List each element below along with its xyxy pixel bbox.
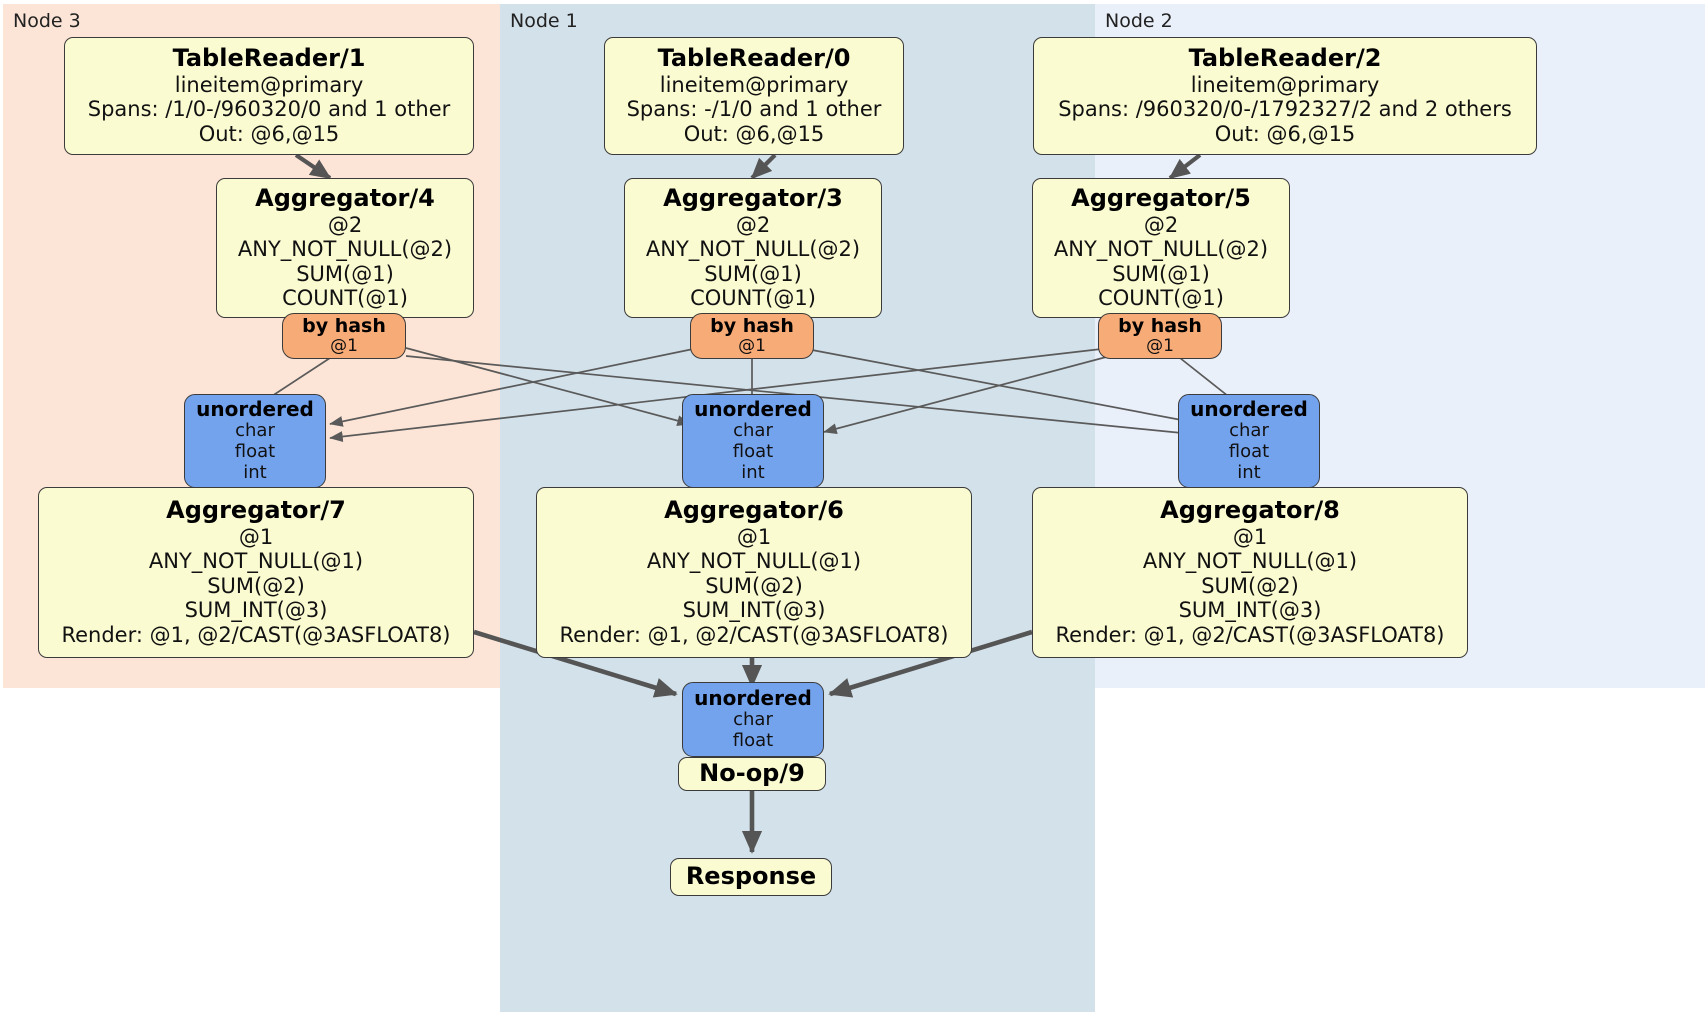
processor-line: Render: @1, @2/CAST(@3ASFLOAT8) bbox=[61, 623, 451, 648]
stream-line: int bbox=[243, 461, 267, 483]
stream-line: char bbox=[235, 420, 275, 442]
processor-tablereader-1[interactable]: TableReader/1 lineitem@primary Spans: /1… bbox=[64, 37, 474, 155]
processor-line: Render: @1, @2/CAST(@3ASFLOAT8) bbox=[559, 623, 949, 648]
processor-title: Aggregator/3 bbox=[663, 184, 843, 213]
processor-tablereader-0[interactable]: TableReader/0 lineitem@primary Spans: -/… bbox=[604, 37, 904, 155]
stream-title: unordered bbox=[1190, 397, 1308, 422]
router-title: by hash bbox=[1118, 315, 1202, 338]
processor-line: Spans: /1/0-/960320/0 and 1 other bbox=[87, 97, 451, 122]
processor-line: COUNT(@1) bbox=[282, 286, 408, 311]
processor-line: @2 bbox=[1143, 212, 1179, 237]
processor-line: ANY_NOT_NULL(@1) bbox=[646, 549, 862, 574]
router-title: by hash bbox=[302, 315, 386, 338]
processor-line: SUM_INT(@3) bbox=[1178, 598, 1322, 623]
node-panel-label-node1: Node 1 bbox=[510, 10, 578, 32]
stream-line: int bbox=[741, 461, 765, 483]
processor-line: ANY_NOT_NULL(@2) bbox=[1053, 237, 1269, 262]
processor-line: Out: @6,@15 bbox=[1214, 121, 1356, 146]
stream-line: float bbox=[732, 441, 774, 463]
stream-line: int bbox=[1237, 461, 1261, 483]
processor-line: SUM(@2) bbox=[1201, 573, 1299, 598]
processor-aggregator-8[interactable]: Aggregator/8 @1 ANY_NOT_NULL(@1) SUM(@2)… bbox=[1032, 487, 1468, 658]
router-by-hash-5[interactable]: by hash @1 bbox=[1098, 313, 1222, 359]
processor-title: Aggregator/5 bbox=[1071, 184, 1251, 213]
processor-line: Spans: -/1/0 and 1 other bbox=[626, 97, 882, 122]
processor-line: @1 bbox=[736, 524, 772, 549]
router-by-hash-3[interactable]: by hash @1 bbox=[690, 313, 814, 359]
router-line: @1 bbox=[330, 336, 358, 357]
processor-aggregator-7[interactable]: Aggregator/7 @1 ANY_NOT_NULL(@1) SUM(@2)… bbox=[38, 487, 474, 658]
processor-line: Render: @1, @2/CAST(@3ASFLOAT8) bbox=[1055, 623, 1445, 648]
processor-line: @1 bbox=[1232, 524, 1268, 549]
processor-line: Out: @6,@15 bbox=[198, 121, 340, 146]
processor-title: TableReader/0 bbox=[657, 44, 851, 73]
processor-aggregator-5[interactable]: Aggregator/5 @2 ANY_NOT_NULL(@2) SUM(@1)… bbox=[1032, 178, 1290, 318]
router-line: @1 bbox=[1146, 336, 1174, 357]
processor-line: ANY_NOT_NULL(@2) bbox=[237, 237, 453, 262]
processor-line: COUNT(@1) bbox=[1098, 286, 1224, 311]
processor-line: Spans: /960320/0-/1792327/2 and 2 others bbox=[1058, 97, 1512, 122]
processor-aggregator-3[interactable]: Aggregator/3 @2 ANY_NOT_NULL(@2) SUM(@1)… bbox=[624, 178, 882, 318]
processor-title: TableReader/1 bbox=[172, 44, 366, 73]
processor-line: ANY_NOT_NULL(@1) bbox=[148, 549, 364, 574]
processor-line: SUM_INT(@3) bbox=[184, 598, 328, 623]
processor-line: COUNT(@1) bbox=[690, 286, 816, 311]
processor-line: ANY_NOT_NULL(@2) bbox=[645, 237, 861, 262]
stream-title: unordered bbox=[196, 397, 314, 422]
processor-line: @1 bbox=[238, 524, 274, 549]
processor-title: No-op/9 bbox=[699, 759, 805, 788]
processor-title: TableReader/2 bbox=[1188, 44, 1382, 73]
stream-line: char bbox=[733, 709, 773, 731]
stream-unordered-final[interactable]: unordered char float bbox=[682, 682, 824, 757]
stream-line: char bbox=[733, 420, 773, 442]
router-title: by hash bbox=[710, 315, 794, 338]
processor-title: Aggregator/4 bbox=[255, 184, 435, 213]
processor-title: Aggregator/6 bbox=[664, 496, 844, 525]
processor-noop-9[interactable]: No-op/9 bbox=[678, 757, 826, 791]
processor-line: lineitem@primary bbox=[659, 72, 849, 97]
stream-title: unordered bbox=[694, 397, 812, 422]
processor-line: @2 bbox=[735, 212, 771, 237]
processor-line: SUM(@2) bbox=[705, 573, 803, 598]
processor-response[interactable]: Response bbox=[670, 858, 832, 896]
node-panel-label-node3: Node 3 bbox=[13, 10, 81, 32]
processor-line: SUM_INT(@3) bbox=[682, 598, 826, 623]
processor-line: SUM(@1) bbox=[704, 261, 802, 286]
processor-title: Aggregator/8 bbox=[1160, 496, 1340, 525]
processor-line: lineitem@primary bbox=[1190, 72, 1380, 97]
stream-line: float bbox=[732, 730, 774, 751]
stream-line: float bbox=[234, 441, 276, 463]
router-line: @1 bbox=[738, 336, 766, 357]
stream-title: unordered bbox=[694, 686, 812, 711]
processor-line: SUM(@1) bbox=[296, 261, 394, 286]
processor-aggregator-6[interactable]: Aggregator/6 @1 ANY_NOT_NULL(@1) SUM(@2)… bbox=[536, 487, 972, 658]
stream-line: char bbox=[1229, 420, 1269, 442]
processor-line: ANY_NOT_NULL(@1) bbox=[1142, 549, 1358, 574]
router-by-hash-4[interactable]: by hash @1 bbox=[282, 313, 406, 359]
processor-aggregator-4[interactable]: Aggregator/4 @2 ANY_NOT_NULL(@2) SUM(@1)… bbox=[216, 178, 474, 318]
node-panel-label-node2: Node 2 bbox=[1105, 10, 1173, 32]
processor-line: SUM(@1) bbox=[1112, 261, 1210, 286]
stream-unordered-6[interactable]: unordered char float int bbox=[682, 394, 824, 488]
processor-line: Out: @6,@15 bbox=[683, 121, 825, 146]
processor-line: @2 bbox=[327, 212, 363, 237]
processor-tablereader-2[interactable]: TableReader/2 lineitem@primary Spans: /9… bbox=[1033, 37, 1537, 155]
stream-line: float bbox=[1228, 441, 1270, 463]
processor-title: Aggregator/7 bbox=[166, 496, 346, 525]
processor-line: SUM(@2) bbox=[207, 573, 305, 598]
stream-unordered-7[interactable]: unordered char float int bbox=[184, 394, 326, 488]
processor-title: Response bbox=[685, 862, 817, 891]
stream-unordered-8[interactable]: unordered char float int bbox=[1178, 394, 1320, 488]
processor-line: lineitem@primary bbox=[174, 72, 364, 97]
